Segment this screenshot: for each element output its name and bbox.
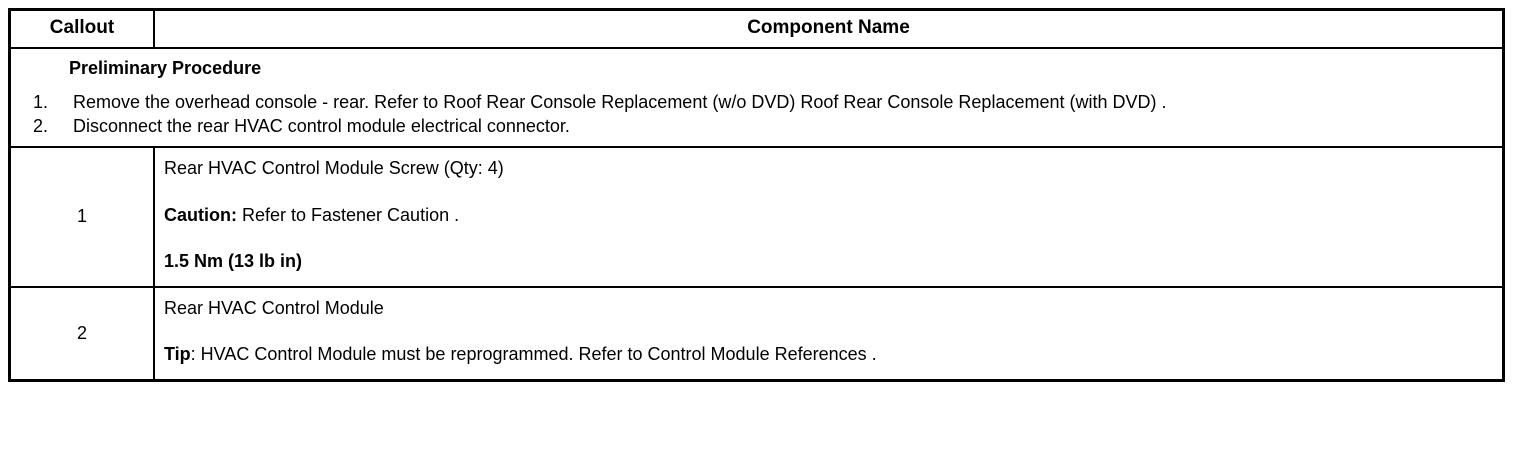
table-header-row: Callout Component Name xyxy=(8,8,1505,49)
column-header-component-name: Component Name xyxy=(153,8,1505,49)
component-description-content: Rear HVAC Control Module Tip: HVAC Contr… xyxy=(155,288,1502,379)
preliminary-procedure-title: Preliminary Procedure xyxy=(69,57,262,78)
preliminary-procedure-step-list: 1. Remove the overhead console - rear. R… xyxy=(17,91,1496,140)
step-number: 2. xyxy=(33,116,49,137)
component-name-text: Rear HVAC Control Module xyxy=(164,297,384,318)
step-text: Remove the overhead console - rear. Refe… xyxy=(73,91,1167,112)
callout-number: 2 xyxy=(8,285,155,382)
list-item: 2. Disconnect the rear HVAC control modu… xyxy=(17,115,1496,139)
list-item: 1. Remove the overhead console - rear. R… xyxy=(17,91,1496,115)
component-description-cell: Rear HVAC Control Module Tip: HVAC Contr… xyxy=(153,285,1505,382)
callout-number: 1 xyxy=(8,146,155,288)
tip-text: : HVAC Control Module must be reprogramm… xyxy=(190,344,877,365)
preliminary-procedure-cell: Preliminary Procedure 1. Remove the over… xyxy=(8,46,1505,149)
column-header-callout: Callout xyxy=(8,8,155,49)
caution-text: Refer to Fastener Caution . xyxy=(236,204,460,225)
component-description-content: Rear HVAC Control Module Screw (Qty: 4) … xyxy=(155,148,1502,286)
preliminary-procedure-row: Preliminary Procedure 1. Remove the over… xyxy=(8,46,1505,149)
preliminary-procedure-content: Preliminary Procedure 1. Remove the over… xyxy=(11,49,1502,146)
step-number: 1. xyxy=(33,91,49,112)
tip-label: Tip xyxy=(164,344,191,365)
torque-specification: 1.5 Nm (13 lb in) xyxy=(164,251,303,272)
component-callout-table: Callout Component Name Preliminary Proce… xyxy=(8,8,1505,382)
table-row: 2 Rear HVAC Control Module Tip: HVAC Con… xyxy=(8,285,1505,382)
tip-note: Tip: HVAC Control Module must be reprogr… xyxy=(164,343,1494,366)
table-row: 1 Rear HVAC Control Module Screw (Qty: 4… xyxy=(8,146,1505,288)
caution-label: Caution: xyxy=(164,204,237,225)
step-text: Disconnect the rear HVAC control module … xyxy=(73,116,570,137)
component-name-text: Rear HVAC Control Module Screw (Qty: 4) xyxy=(164,158,504,179)
caution-note: Caution: Refer to Fastener Caution . xyxy=(164,204,1494,227)
component-description-cell: Rear HVAC Control Module Screw (Qty: 4) … xyxy=(153,146,1505,288)
